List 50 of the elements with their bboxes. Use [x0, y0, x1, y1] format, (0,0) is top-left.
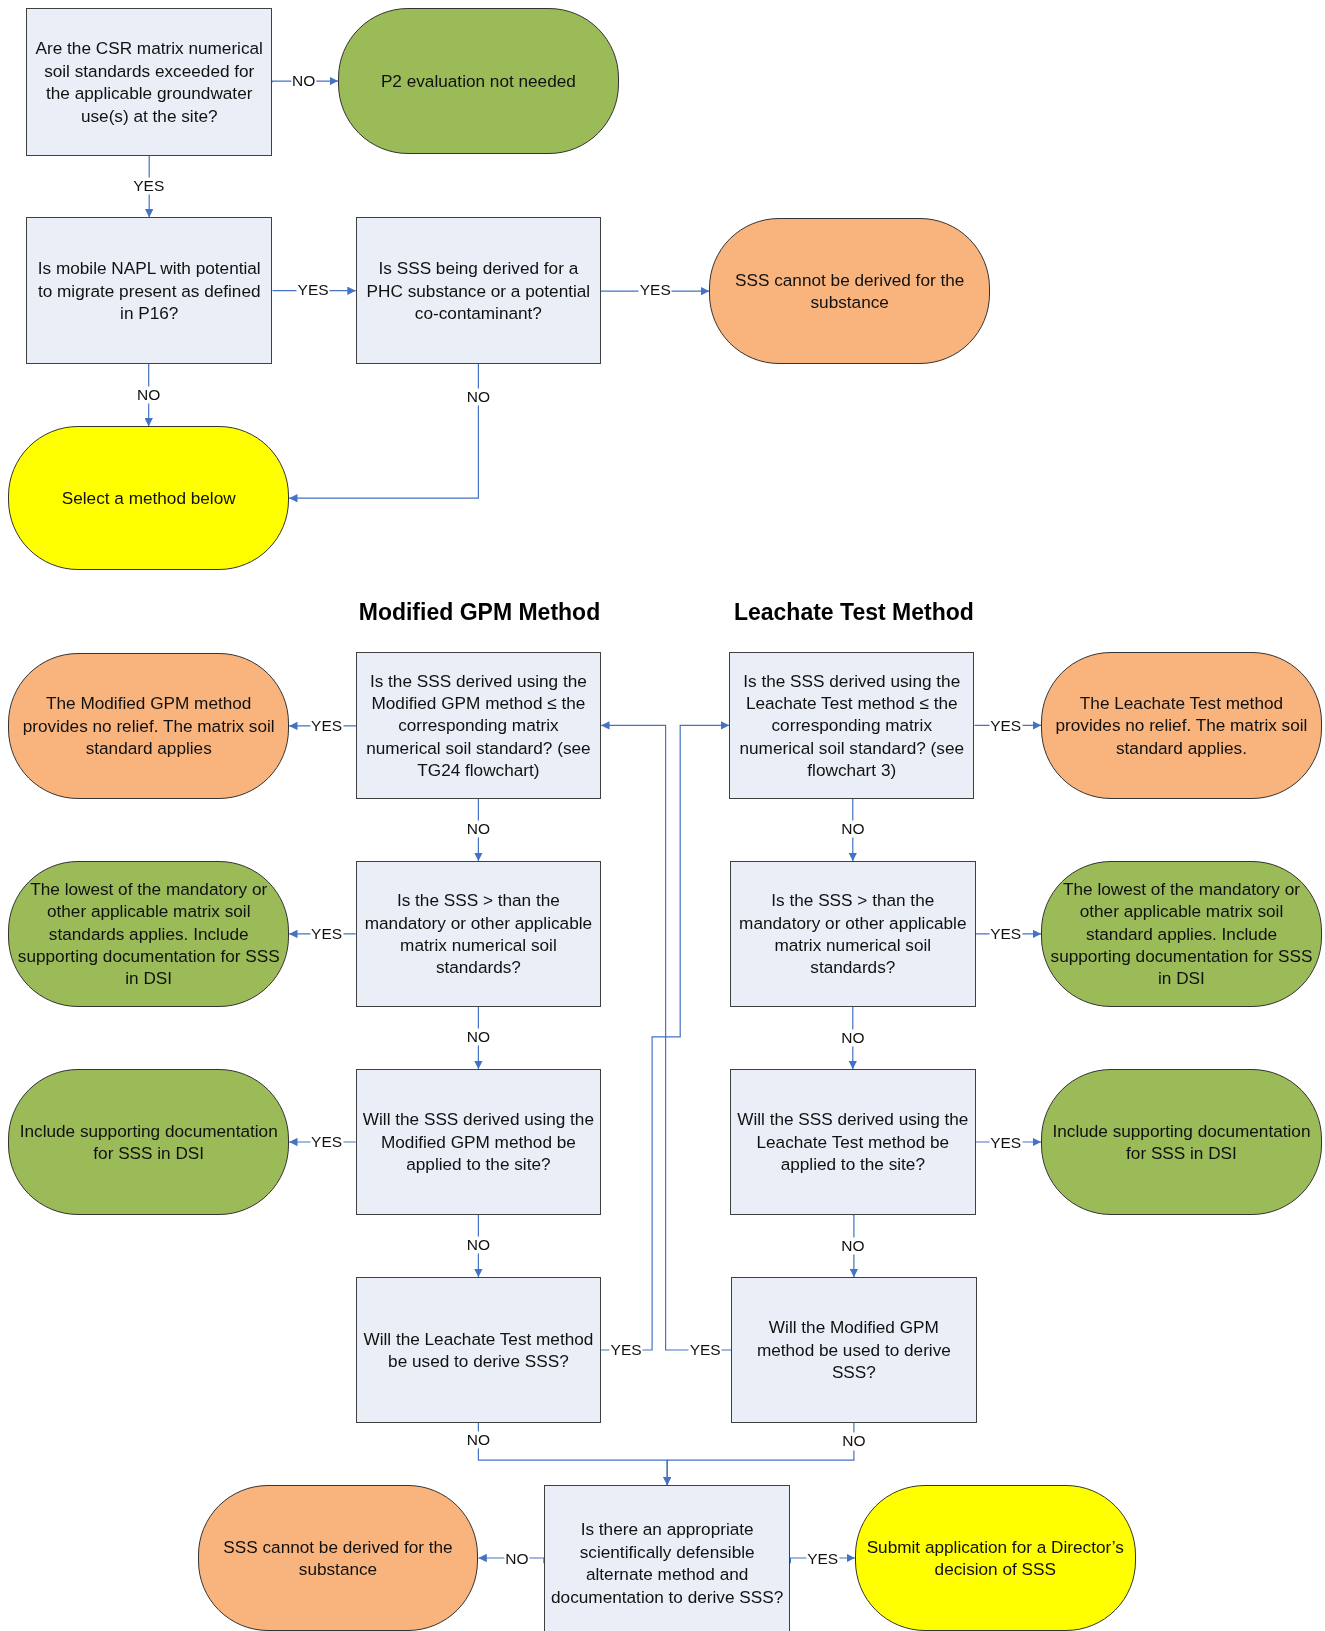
- edge-label: NO: [465, 388, 492, 406]
- node-text: Is mobile NAPL with potential to migrate present as defined in P16?: [36, 257, 262, 325]
- edge-label: NO: [840, 1029, 866, 1047]
- decision-box: [355, 861, 602, 1007]
- decision-box: [355, 1069, 602, 1215]
- node-text: SSS cannot be derived for the substance: [222, 1535, 454, 1581]
- decision-box: [730, 1069, 976, 1215]
- edge-label: NO: [465, 1028, 492, 1046]
- node-text: SSS cannot be derived for the substance: [734, 268, 966, 314]
- edge-label: NO: [840, 1237, 866, 1255]
- decision-box: [26, 8, 273, 156]
- node-text: The Leachate Test method provides no relief. The matrix soil standard applies.: [1054, 691, 1309, 759]
- node-text: Select a method below: [61, 487, 236, 510]
- edge-label: NO: [840, 820, 866, 838]
- node-text: Include supporting documentation for SSS in DSI: [1051, 1119, 1312, 1165]
- decision-box: [730, 861, 976, 1007]
- node-text: Submit application for a Director’s decision of SSS: [865, 1535, 1125, 1581]
- decision-box: [355, 652, 602, 799]
- node-text: Is the SSS derived using the Modified GPM method ≤ the corresponding matrix numerical soil standard? (see TG24 flowchart): [365, 669, 592, 782]
- node-text: Is there an appropriate scientifically defensible alternate method and documentation to derive SSS?: [550, 1518, 784, 1608]
- decision-box: [355, 217, 602, 364]
- connector-arrow: [288, 363, 479, 503]
- decision-box: [731, 1277, 977, 1423]
- node-text: Will the SSS derived using the Leachate Test method be applied to the site?: [737, 1108, 969, 1176]
- node-text: Are the CSR matrix numerical soil standards exceeded for the applicable groundwater use(s) at the site?: [34, 37, 264, 127]
- decision-box: [355, 1277, 602, 1423]
- edge-label: NO: [841, 1432, 867, 1450]
- node-text: Is SSS being derived for a PHC substance or a potential co-contaminant?: [365, 257, 592, 325]
- node-text: P2 evaluation not needed: [380, 69, 576, 93]
- decision-box: [729, 652, 975, 799]
- edge-label: NO: [136, 386, 162, 404]
- node-text: Include supporting documentation for SSS in DSI: [18, 1119, 279, 1165]
- edge-label: NO: [465, 820, 492, 838]
- node-text: Will the SSS derived using the Modified GPM method be applied to the site?: [362, 1108, 595, 1176]
- column-heading: Modified GPM Method: [358, 599, 601, 627]
- node-text: Will the Leachate Test method be used to derive SSS?: [362, 1327, 595, 1373]
- edge-label: NO: [465, 1236, 492, 1254]
- connector-arrow: [663, 1422, 855, 1486]
- node-text: Will the Modified GPM method be used to derive SSS?: [755, 1316, 952, 1384]
- decision-box: [543, 1485, 791, 1631]
- node-text: The Modified GPM method provides no relief. The matrix soil standard applies: [21, 692, 276, 760]
- edge-label: NO: [465, 1431, 492, 1449]
- decision-box: [26, 217, 273, 364]
- node-text: Is the SSS > than the mandatory or other applicable matrix numerical soil standards?: [738, 889, 968, 979]
- node-text: The lowest of the mandatory or other applicable matrix soil standards applies. Include supporting documentation for SSS in DSI: [16, 878, 281, 990]
- node-text: The lowest of the mandatory or other applicable matrix soil standard applies. Include supporting documentation for SSS in DSI: [1049, 878, 1314, 990]
- node-text: Is the SSS > than the mandatory or other applicable matrix numerical soil standards?: [363, 889, 594, 979]
- node-text: Is the SSS derived using the Leachate Test method ≤ the corresponding matrix numerical soil standard? (see flowchart 3): [738, 669, 965, 782]
- column-heading: Leachate Test Method: [733, 599, 974, 627]
- edge-label: YES: [132, 177, 166, 195]
